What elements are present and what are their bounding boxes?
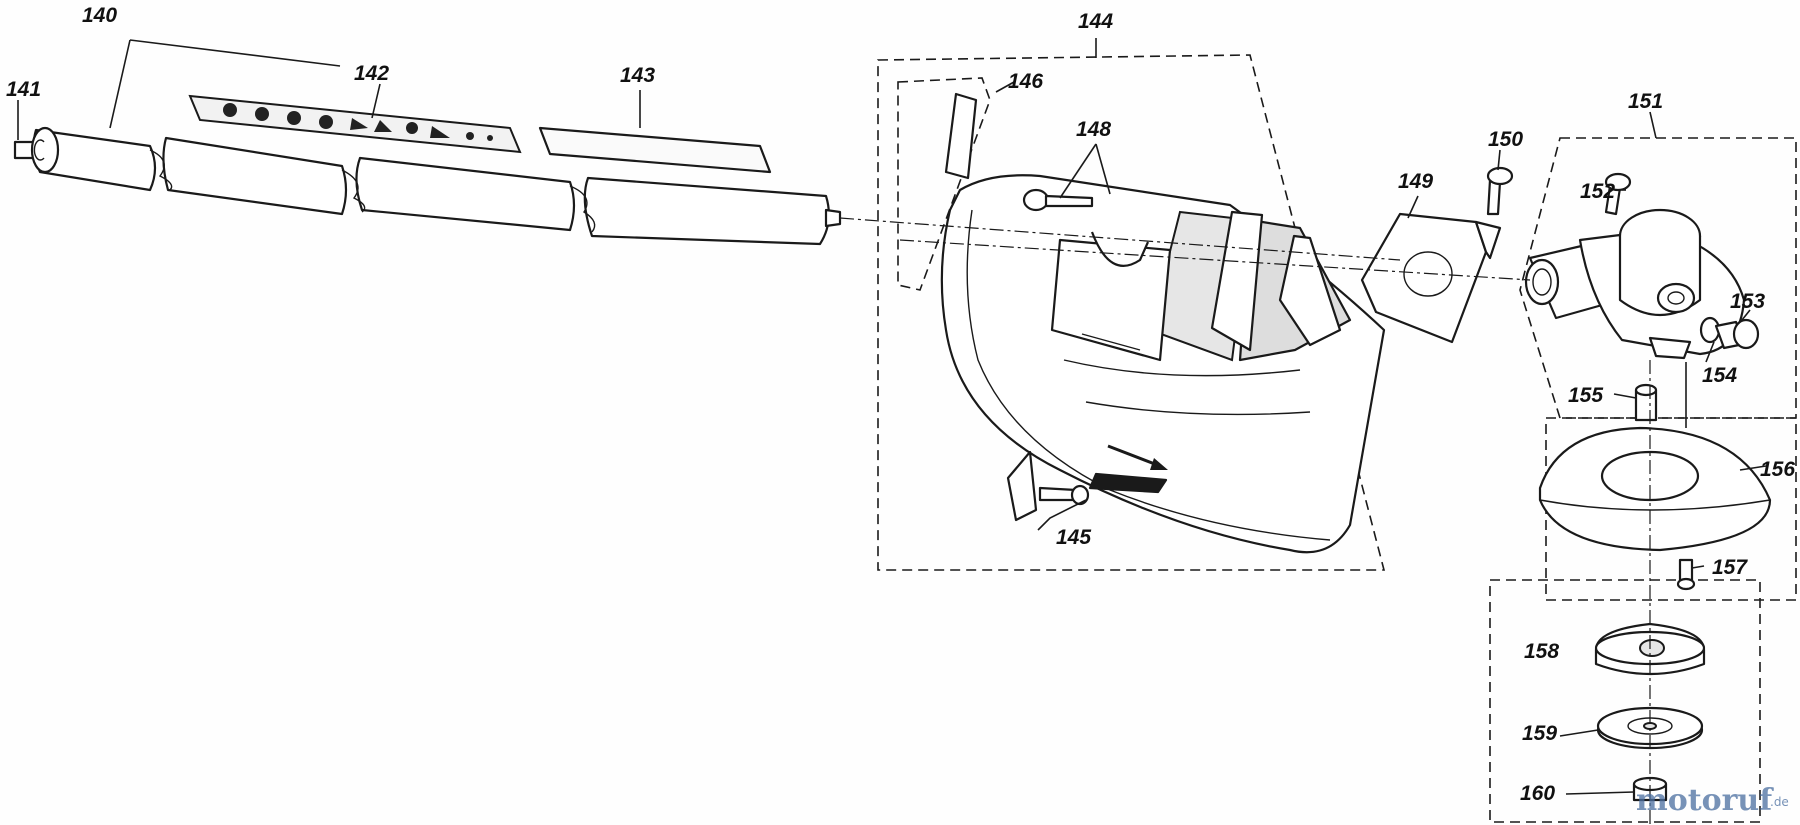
decal-142 <box>188 94 522 154</box>
cup-156 <box>1538 426 1772 552</box>
part-label-155: 155 <box>1568 384 1603 407</box>
drive-shaft-assembly <box>13 126 842 246</box>
part-label-158: 158 <box>1524 640 1559 663</box>
part-label-150: 150 <box>1488 128 1523 151</box>
part-label-160: 160 <box>1520 782 1555 805</box>
bolt-153 <box>1714 318 1760 350</box>
bushing-155 <box>1634 383 1658 422</box>
mount-plate-149 <box>1360 212 1502 344</box>
screw-150 <box>1486 166 1514 216</box>
part-label-148: 148 <box>1076 118 1111 141</box>
clip-145 <box>1006 450 1090 522</box>
watermark-brand: motoruf <box>1636 783 1774 818</box>
part-number-labels: 140 141 142 143 144 145 146 148 149 150 … <box>6 4 1795 805</box>
part-label-153: 153 <box>1730 290 1765 313</box>
decal-143 <box>538 126 772 174</box>
part-label-154: 154 <box>1702 364 1737 387</box>
watermark-suffix: .de <box>1770 795 1789 809</box>
part-label-157: 157 <box>1712 556 1748 579</box>
group-box-156 <box>1545 417 1797 601</box>
tube-opening <box>30 126 60 174</box>
part-label-144: 144 <box>1078 10 1113 33</box>
leader-lines <box>17 38 1767 795</box>
tube-segment-2 <box>162 136 348 216</box>
screw-148 <box>1022 188 1094 212</box>
part-label-140: 140 <box>82 4 117 27</box>
screw-157 <box>1676 558 1696 591</box>
part-label-151: 151 <box>1628 90 1663 113</box>
screw-152 <box>1604 172 1632 216</box>
part-label-152: 152 <box>1580 180 1615 203</box>
tube-segment-3 <box>355 156 576 232</box>
part-label-145: 145 <box>1056 526 1091 549</box>
part-label-146: 146 <box>1008 70 1043 93</box>
part-label-159: 159 <box>1522 722 1557 745</box>
part-label-149: 149 <box>1398 170 1433 193</box>
shaft-tip <box>824 208 842 228</box>
part-label-141: 141 <box>6 78 41 101</box>
tube-segment-4 <box>583 176 831 246</box>
part-label-156: 156 <box>1760 458 1795 481</box>
part-label-142: 142 <box>354 62 389 85</box>
bracket-146 <box>944 92 978 180</box>
part-label-143: 143 <box>620 64 655 87</box>
assembly-lines <box>839 217 1687 825</box>
group-box-144 <box>877 54 1386 571</box>
group-box-158 <box>1489 579 1761 823</box>
watermark-logo: motoruf .de <box>1636 783 1789 818</box>
grass-guard <box>940 174 1386 554</box>
group-box-146 <box>897 77 991 291</box>
